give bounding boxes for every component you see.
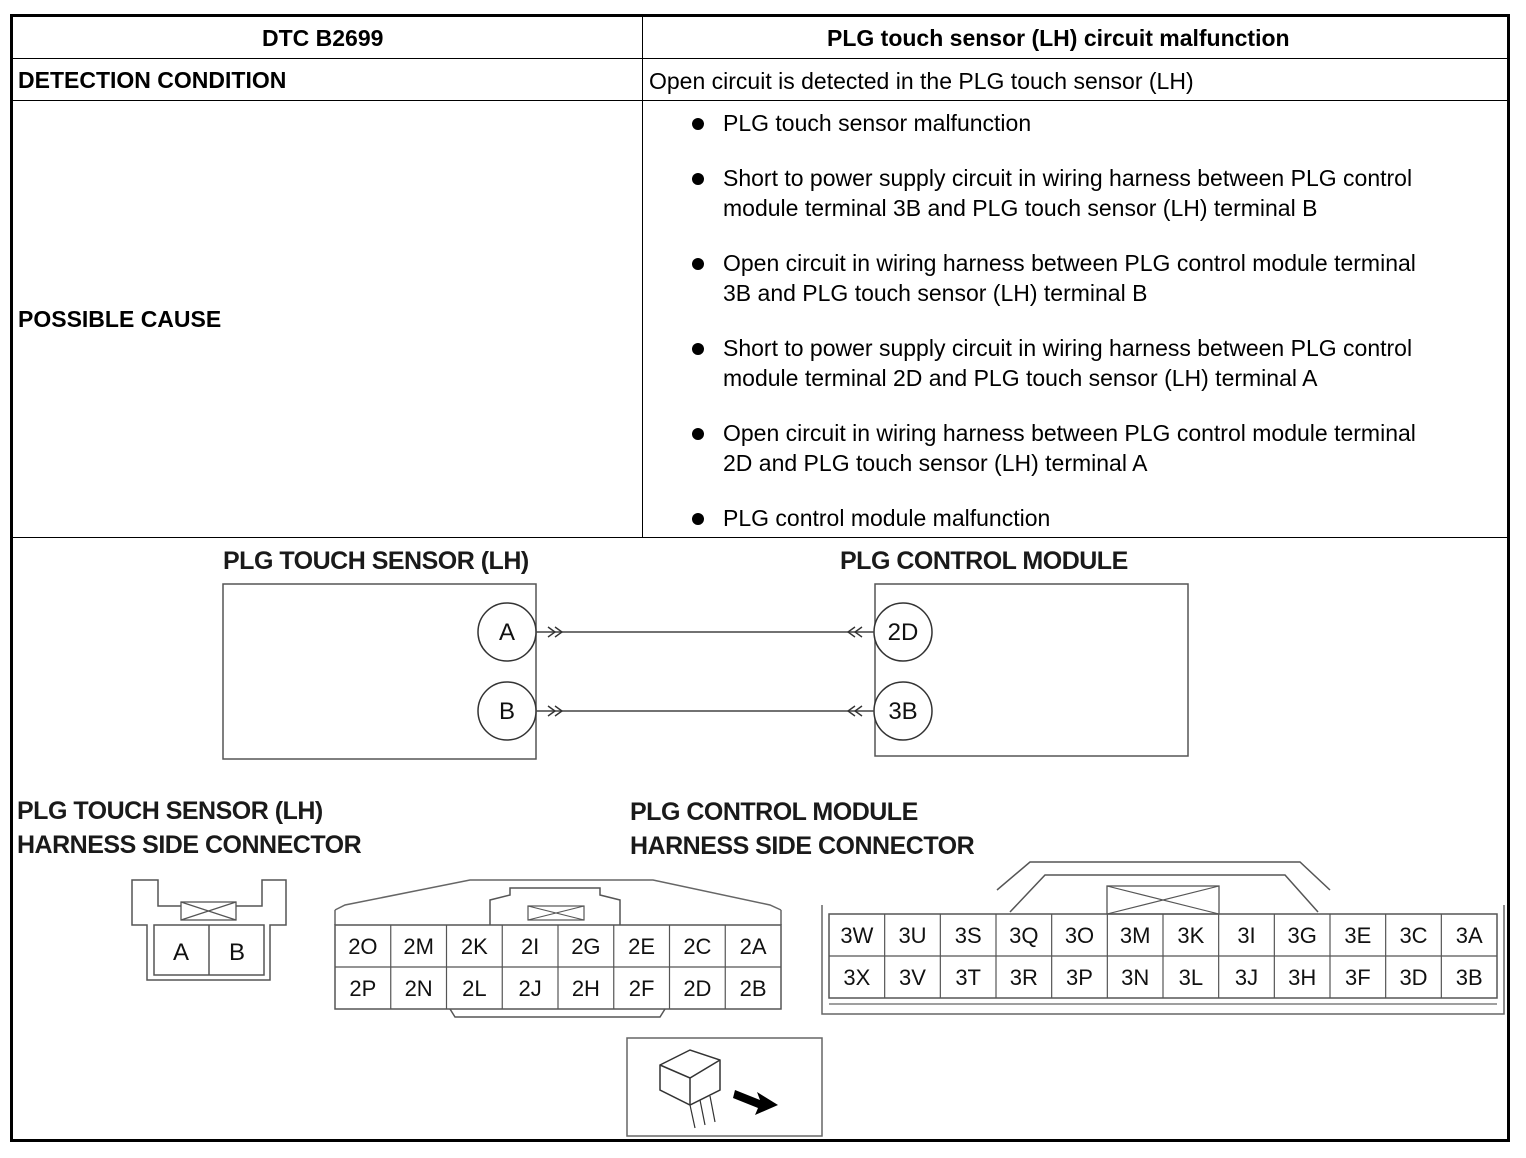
sensor-terminal-b: B	[229, 939, 245, 966]
connector-terminal-3a: 3A	[1456, 923, 1483, 948]
connector-terminal-3s: 3S	[955, 923, 982, 948]
connector-terminal-3x: 3X	[843, 965, 870, 990]
connector-terminal-3k: 3K	[1177, 923, 1204, 948]
cause-text-continued: module terminal 2D and PLG touch sensor …	[723, 365, 1318, 391]
connector-view-icon	[626, 1037, 823, 1137]
module-connector-2-grid: 2O 2M 2K 2I 2G 2E 2C 2A 2P 2N 2L 2J 2H 2F 2D 2B	[348, 925, 767, 1009]
connector-terminal-3g: 3G	[1287, 923, 1316, 948]
connector-terminal-2a: 2A	[740, 934, 767, 959]
connector-terminal-3m: 3M	[1120, 923, 1151, 948]
connector-terminal-2c: 2C	[683, 934, 711, 959]
connector-terminal-3d: 3D	[1399, 965, 1427, 990]
cause-text-continued: 3B and PLG touch sensor (LH) terminal B	[723, 280, 1148, 306]
connector-terminal-3e: 3E	[1344, 923, 1371, 948]
dtc-description: PLG touch sensor (LH) circuit malfunctio…	[827, 25, 1290, 51]
connector-terminal-2i: 2I	[521, 934, 539, 959]
connector-terminal-2o: 2O	[348, 934, 377, 959]
cause-text: PLG touch sensor malfunction	[723, 110, 1032, 136]
module-pin-2d: 2D	[873, 602, 933, 662]
connector-terminal-3w: 3W	[840, 923, 873, 948]
module-title: PLG CONTROL MODULE	[840, 547, 1128, 575]
bullet-icon	[692, 513, 704, 525]
svg-text:B: B	[499, 698, 515, 725]
connector-terminal-3i: 3I	[1237, 923, 1255, 948]
wire-b-3b	[536, 705, 874, 717]
connector-terminal-2n: 2N	[405, 976, 433, 1001]
bullet-icon	[692, 173, 704, 185]
connector-terminal-3q: 3Q	[1009, 923, 1038, 948]
detection-condition-label: DETECTION CONDITION	[18, 67, 287, 93]
bullet-icon	[692, 258, 704, 270]
module-pin-3b: 3B	[873, 681, 933, 741]
connector-terminal-3h: 3H	[1288, 965, 1316, 990]
connector-terminal-3u: 3U	[898, 923, 926, 948]
possible-cause-label: POSSIBLE CAUSE	[18, 306, 222, 332]
module-connector-title-1: PLG CONTROL MODULE	[630, 798, 918, 826]
sensor-pin-b: B	[477, 681, 537, 741]
cause-text: Short to power supply circuit in wiring …	[723, 335, 1413, 361]
connector-terminal-3n: 3N	[1121, 965, 1149, 990]
connector-terminal-2p: 2P	[349, 976, 376, 1001]
connector-terminal-3o: 3O	[1065, 923, 1094, 948]
connector-terminal-2f: 2F	[629, 976, 655, 1001]
sensor-box	[222, 583, 537, 760]
connector-terminal-3l: 3L	[1179, 965, 1203, 990]
connector-terminal-2m: 2M	[403, 934, 434, 959]
connector-terminal-3t: 3T	[955, 965, 981, 990]
connector-terminal-3r: 3R	[1010, 965, 1038, 990]
connector-terminal-3p: 3P	[1066, 965, 1093, 990]
row-divider-cause	[12, 537, 1509, 538]
sensor-terminal-a: A	[173, 939, 189, 966]
connector-terminal-2h: 2H	[572, 976, 600, 1001]
cause-text-continued: module terminal 3B and PLG touch sensor …	[723, 195, 1318, 221]
connector-terminal-2b: 2B	[740, 976, 767, 1001]
connector-terminal-3j: 3J	[1235, 965, 1258, 990]
connector-terminal-2g: 2G	[571, 934, 600, 959]
module-box	[874, 583, 1189, 757]
diagram-frame	[10, 14, 1510, 1142]
bullet-icon	[692, 343, 704, 355]
sensor-title: PLG TOUCH SENSOR (LH)	[223, 547, 529, 575]
wire-a-2d	[536, 626, 874, 638]
row-divider-header	[12, 58, 1509, 59]
column-divider	[642, 16, 643, 537]
connector-terminal-3c: 3C	[1399, 923, 1427, 948]
cause-text: PLG control module malfunction	[723, 505, 1051, 531]
cause-text-continued: 2D and PLG touch sensor (LH) terminal A	[723, 450, 1148, 476]
sensor-harness-connector: A B	[131, 879, 287, 981]
module-connector-3: 3W 3U 3S 3Q 3O 3M 3K 3I 3G 3E 3C 3A 3X 3V 3T 3R 3P 3N 3L 3J…	[821, 861, 1505, 1015]
connector-terminal-2d: 2D	[683, 976, 711, 1001]
connector-terminal-2l: 2L	[462, 976, 486, 1001]
svg-text:A: A	[499, 619, 515, 646]
connector-terminal-3f: 3F	[1345, 965, 1371, 990]
module-connector-title-2: HARNESS SIDE CONNECTOR	[630, 832, 975, 860]
cause-text: Open circuit in wiring harness between P…	[723, 250, 1416, 276]
connector-terminal-2j: 2J	[519, 976, 542, 1001]
svg-text:3B: 3B	[888, 698, 917, 725]
sensor-connector-title-2: HARNESS SIDE CONNECTOR	[17, 831, 362, 859]
connector-terminal-3b: 3B	[1456, 965, 1483, 990]
svg-text:2D: 2D	[888, 619, 919, 646]
connector-terminal-2k: 2K	[461, 934, 488, 959]
connector-terminal-2e: 2E	[628, 934, 655, 959]
row-divider-detection	[12, 100, 1509, 101]
sensor-pin-a: A	[477, 602, 537, 662]
bullet-icon	[692, 118, 704, 130]
cause-text: Short to power supply circuit in wiring …	[723, 165, 1413, 191]
cause-text: Open circuit in wiring harness between P…	[723, 420, 1416, 446]
module-connector-3-grid: 3W 3U 3S 3Q 3O 3M 3K 3I 3G 3E 3C 3A 3X 3V 3T 3R 3P 3N 3L 3J…	[840, 914, 1483, 998]
module-connector-2: 2O 2M 2K 2I 2G 2E 2C 2A 2P 2N 2L 2J 2H 2F 2D 2B	[334, 879, 782, 1018]
sensor-connector-title-1: PLG TOUCH SENSOR (LH)	[17, 797, 323, 825]
connector-terminal-3v: 3V	[899, 965, 926, 990]
detection-condition-value: Open circuit is detected in the PLG touc…	[649, 68, 1194, 94]
bullet-icon	[692, 428, 704, 440]
dtc-code: DTC B2699	[262, 25, 384, 51]
